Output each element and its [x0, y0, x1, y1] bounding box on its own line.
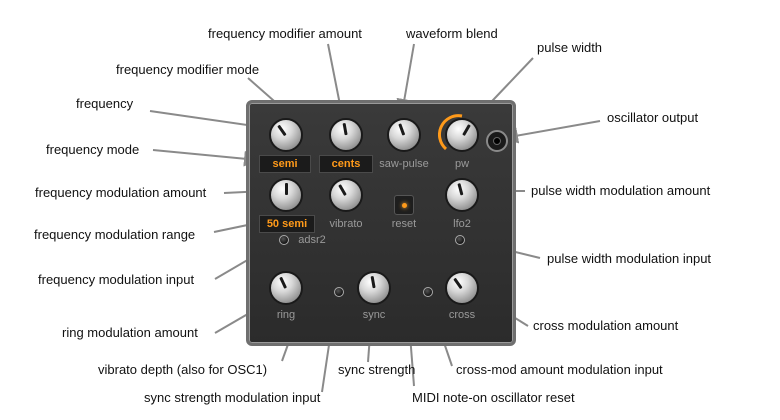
- callout-frequency-mode: frequency mode: [46, 142, 140, 157]
- lfo2-label: lfo2: [453, 218, 471, 230]
- ring-modulation-knob[interactable]: [269, 271, 303, 305]
- callout-frequency: frequency: [76, 96, 134, 111]
- pulse-width-arc: [438, 114, 463, 151]
- callout-frequency-modifier-amount: frequency modifier amount: [208, 26, 362, 41]
- callout-pulse-width-modulation-amount: pulse width modulation amount: [531, 183, 711, 198]
- pulse-width-knob[interactable]: [445, 118, 479, 152]
- cross-mod-amount-modulation-input-jack[interactable]: [423, 287, 433, 297]
- cross-modulation-knob[interactable]: [445, 271, 479, 305]
- callout-pulse-width-modulation-input: pulse width modulation input: [547, 251, 712, 266]
- pulse-width-label: pw: [454, 158, 470, 170]
- callout-sync-strength-input: sync strength modulation input: [144, 390, 321, 405]
- callout-frequency-modulation-range: frequency modulation range: [34, 227, 196, 242]
- sync-strength-modulation-input-jack[interactable]: [334, 287, 344, 297]
- sync-label: sync: [362, 309, 386, 321]
- frequency-mode-select[interactable]: semi: [259, 155, 311, 173]
- callout-cross-modulation-amount: cross modulation amount: [533, 318, 679, 333]
- cross-label: cross: [448, 309, 476, 321]
- frequency-modifier-mode-select[interactable]: cents: [319, 155, 373, 173]
- vibrato-knob[interactable]: [329, 178, 363, 212]
- callout-waveform-blend: waveform blend: [406, 26, 498, 41]
- vibrato-label: vibrato: [329, 218, 363, 230]
- frequency-modulation-amount-knob[interactable]: [269, 178, 303, 212]
- oscillator-panel: semi cents saw-pulse pw 50 semi vibrato …: [246, 100, 516, 346]
- pulse-width-modulation-input-jack[interactable]: [455, 235, 465, 245]
- callout-frequency-modifier-mode: frequency modifier mode: [116, 62, 260, 77]
- arrow-frequency-mode: [152, 149, 260, 167]
- frequency-modifier-amount-knob[interactable]: [329, 118, 363, 152]
- frequency-knob[interactable]: [269, 118, 303, 152]
- callout-ring-modulation-amount: ring modulation amount: [62, 325, 198, 340]
- pulse-width-modulation-amount-knob[interactable]: [445, 178, 479, 212]
- callout-frequency-modulation-amount: frequency modulation amount: [35, 185, 207, 200]
- callout-oscillator-output: oscillator output: [607, 110, 699, 125]
- callout-sync-strength: sync strength: [338, 362, 416, 377]
- callout-frequency-modulation-input: frequency modulation input: [38, 272, 195, 287]
- callout-pulse-width: pulse width: [537, 40, 603, 55]
- adsr2-label: adsr2: [298, 234, 326, 246]
- waveform-blend-label: saw-pulse: [379, 158, 429, 170]
- frequency-modulation-range-select[interactable]: 50 semi: [259, 215, 315, 233]
- ring-label: ring: [276, 309, 296, 321]
- reset-button[interactable]: [394, 195, 414, 215]
- arrow-oscillator-output: [502, 120, 601, 144]
- callout-midi-reset: MIDI note-on oscillator reset: [412, 390, 575, 405]
- oscillator-output-jack[interactable]: [486, 130, 508, 152]
- sync-strength-knob[interactable]: [357, 271, 391, 305]
- reset-label: reset: [391, 218, 417, 230]
- waveform-blend-knob[interactable]: [387, 118, 421, 152]
- frequency-modulation-input-jack[interactable]: [279, 235, 289, 245]
- callout-vibrato-depth: vibrato depth (also for OSC1): [98, 362, 268, 377]
- callout-cross-mod-amount-input: cross-mod amount modulation input: [456, 362, 663, 377]
